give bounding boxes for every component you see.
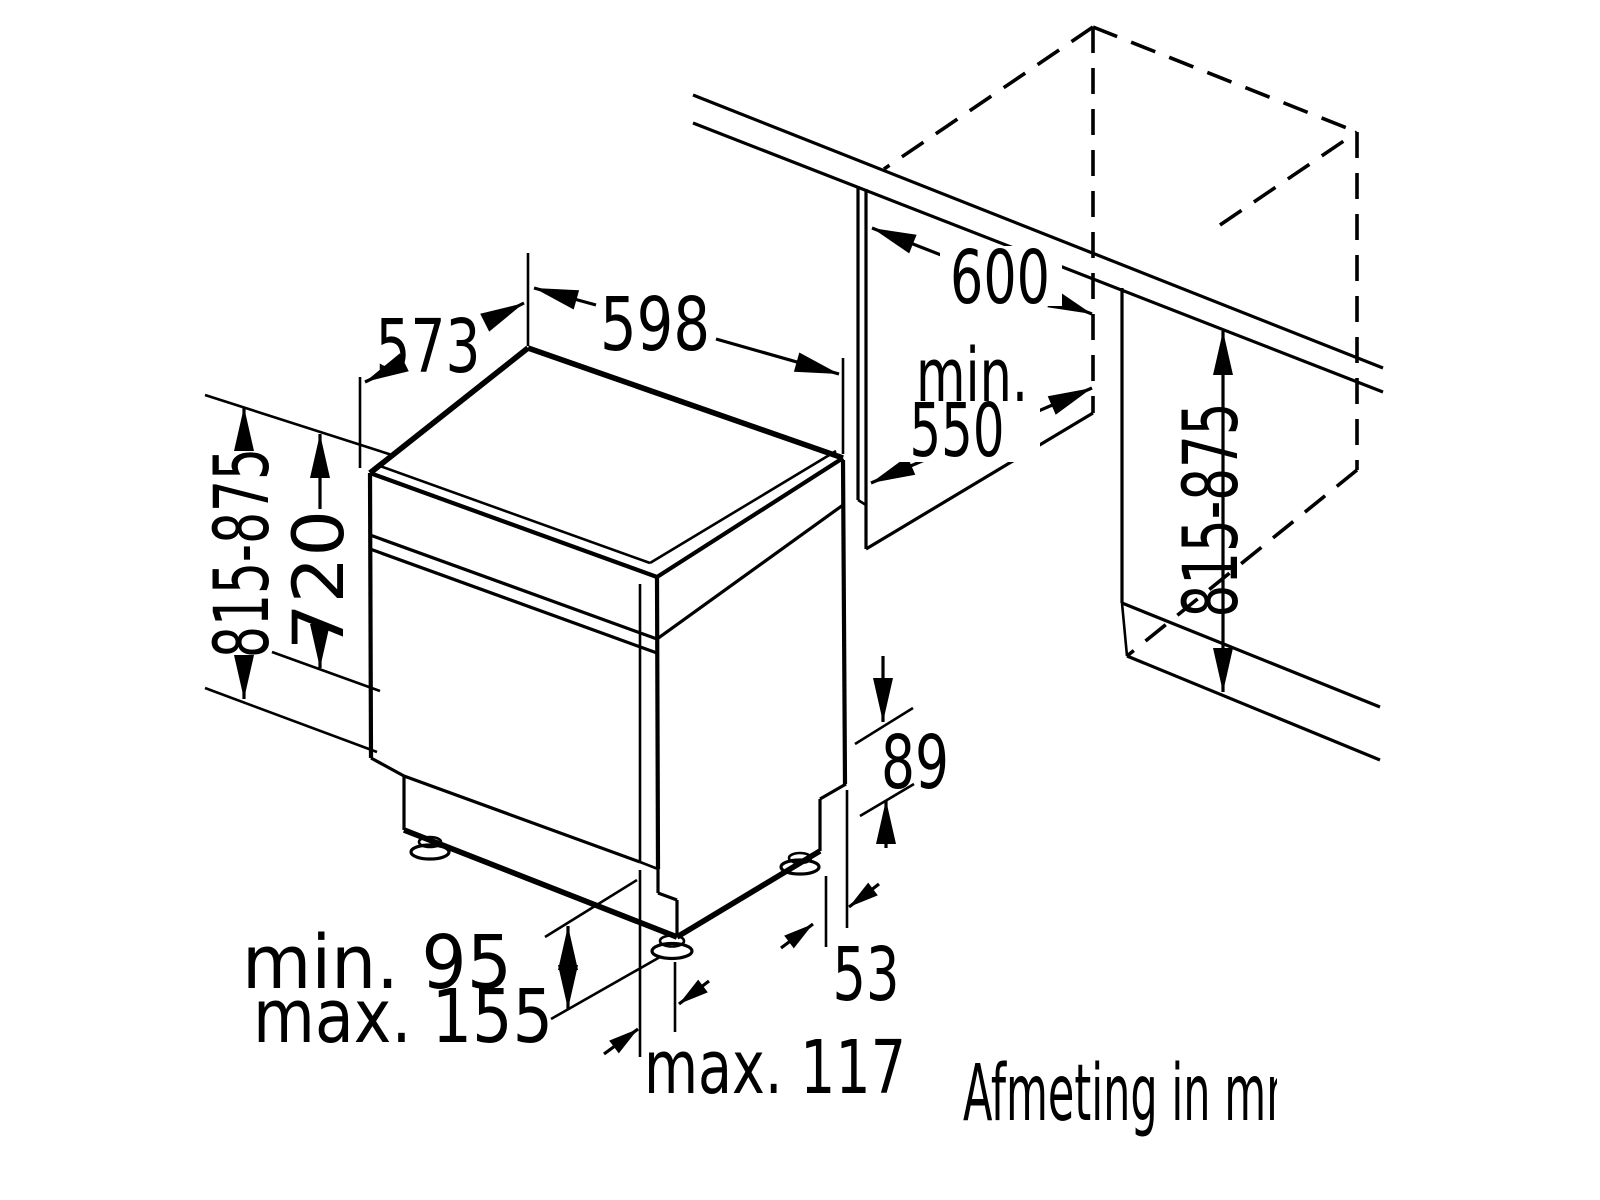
dimension-height-815-875-right: 815-875 <box>1166 331 1255 692</box>
dimension-height-815-875-left: 815-875 <box>197 393 393 754</box>
plinth-bottom-front-edge <box>402 827 679 940</box>
dimension-720: 720 <box>278 434 360 668</box>
niche-floor <box>1120 288 1381 762</box>
label-815-875-left: 815-875 <box>197 448 286 658</box>
label-720: 720 <box>278 510 360 650</box>
label-89: 89 <box>881 720 949 806</box>
label-min: min. <box>916 333 1028 419</box>
dimension-89: 89 <box>854 656 949 848</box>
label-53: 53 <box>833 932 900 1018</box>
label-598: 598 <box>600 282 710 368</box>
dimension-598: 598 <box>533 282 845 454</box>
dimension-600: 600 <box>871 226 1093 321</box>
plinth-bottom-right-edge <box>675 848 822 940</box>
dimension-min-550: min. 550 <box>870 333 1093 485</box>
label-max-155: max. 155 <box>253 974 553 1060</box>
caption-group: Afmeting in mm <box>963 1049 1308 1139</box>
front-right-edge <box>654 576 661 870</box>
label-600: 600 <box>950 235 1050 321</box>
dimension-max-117: max. 117 <box>603 870 906 1111</box>
label-max-117: max. 117 <box>644 1025 906 1111</box>
adjustable-feet <box>409 835 821 961</box>
front-left-foot <box>409 843 451 861</box>
dimension-573: 573 <box>358 253 530 468</box>
front-right-foot <box>650 941 694 961</box>
dimension-53: 53 <box>780 790 900 1018</box>
label-573: 573 <box>376 304 481 390</box>
cabinet-side-panel <box>856 186 1094 551</box>
label-550: 550 <box>910 388 1005 474</box>
units-caption: Afmeting in mm <box>963 1049 1308 1139</box>
top-back-right-edge <box>527 345 844 461</box>
niche-dashed-box <box>882 25 1359 658</box>
top-front-right-edge <box>655 456 845 579</box>
back-right-edge <box>840 459 848 785</box>
door-bottom-edge <box>403 774 641 864</box>
front-left-edge <box>367 472 374 759</box>
dishwasher-body <box>367 345 848 940</box>
top-back-left-edge <box>368 345 530 476</box>
rear-foot <box>779 858 821 876</box>
label-min-95: min. 95 <box>242 920 512 1006</box>
dimension-plinth-min95-max155: min. 95 max. 155 <box>242 878 661 1060</box>
label-815-875-right: 815-875 <box>1166 403 1255 618</box>
top-front-left-edge <box>369 471 658 579</box>
control-panel-line <box>369 533 658 641</box>
